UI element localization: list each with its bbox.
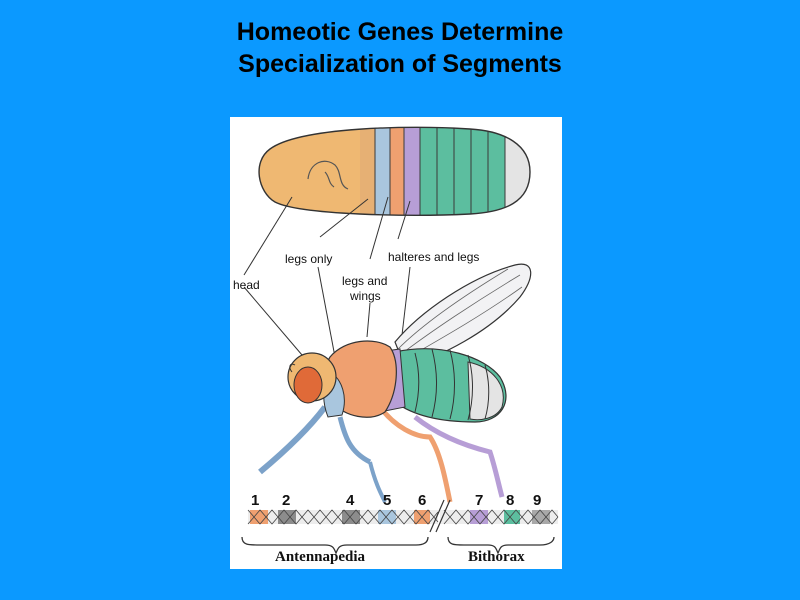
antennapedia-brace xyxy=(241,536,429,555)
fly-eye xyxy=(293,366,323,404)
gene-block-8 xyxy=(504,510,520,524)
gene-strip xyxy=(241,499,559,555)
fly-wing xyxy=(394,263,532,368)
gene-number-6: 6 xyxy=(418,492,427,509)
embryo-halteres-segment xyxy=(404,127,420,216)
gene-number-2: 2 xyxy=(282,492,291,509)
label-legs-and-line1: legs and xyxy=(342,274,388,288)
bithorax-brace xyxy=(447,536,555,555)
label-legs-only: legs only xyxy=(285,252,333,266)
embryo-legs-only-segment xyxy=(375,127,390,216)
gene-block-2 xyxy=(278,510,296,524)
gene-number-4: 4 xyxy=(346,492,355,509)
embryo xyxy=(258,126,531,216)
gene-number-5: 5 xyxy=(383,492,392,509)
label-head: head xyxy=(233,278,260,292)
title-line-2: Specialization of Segments xyxy=(238,50,562,78)
gene-number-1: 1 xyxy=(251,492,260,509)
title-line-1: Homeotic Genes Determine xyxy=(236,18,564,46)
bithorax-label: Bithorax xyxy=(468,549,525,565)
label-halteres-and-legs: halteres and legs xyxy=(388,250,480,264)
antennapedia-label: Antennapedia xyxy=(275,549,366,565)
gene-number-7: 7 xyxy=(475,492,484,509)
leader-lines xyxy=(243,196,411,363)
slide-title: Homeotic Genes Determine Specialization … xyxy=(0,16,800,80)
embryo-head-region xyxy=(259,127,360,216)
embryo-abdomen xyxy=(420,127,505,216)
label-wings-line2: wings xyxy=(350,289,381,303)
adult-fly xyxy=(258,263,532,503)
homeotic-diagram: head legs only legs and wings halteres a… xyxy=(230,117,562,569)
gene-number-8: 8 xyxy=(506,492,515,509)
gene-block-9 xyxy=(532,510,550,524)
embryo-legs-wings-segment xyxy=(390,127,404,216)
gene-block-1 xyxy=(250,510,268,524)
gene-number-9: 9 xyxy=(533,492,542,509)
diagram-artwork xyxy=(241,126,559,555)
gene-block-7 xyxy=(470,510,488,524)
